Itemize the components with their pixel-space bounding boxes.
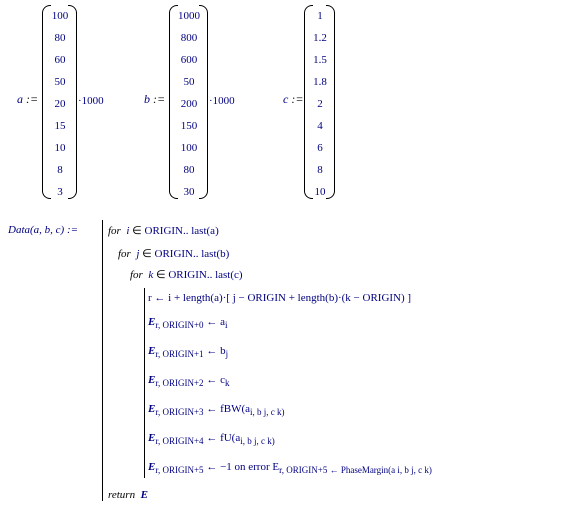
vector-b-multiplier: ·1000 [209, 95, 235, 107]
for-i-line: for i ∈ ORIGIN.. last(a) [108, 225, 219, 237]
r-assignment-line: r ← i + length(a)·[ j − ORIGIN + length(… [148, 292, 412, 304]
return-line: return E [108, 489, 148, 501]
e-assign-0: Er, ORIGIN+0 ← ai [148, 316, 228, 330]
e-assign-4: Er, ORIGIN+4 ← fU(ai, b j, c k) [148, 432, 275, 446]
vector-a-multiplier: ·1000 [78, 95, 104, 107]
for-k-line: for k ∈ ORIGIN.. last(c) [130, 269, 243, 281]
left-paren-icon [304, 5, 313, 199]
right-paren-icon [326, 5, 335, 199]
left-paren-icon [42, 5, 51, 199]
function-signature: Data(a, b, c) := [8, 224, 79, 236]
program-bar-inner [144, 288, 145, 478]
for-j-line: for j ∈ ORIGIN.. last(b) [118, 248, 230, 260]
left-paren-icon [169, 5, 178, 199]
vector-c-name: c := [283, 92, 304, 106]
right-paren-icon [199, 5, 208, 199]
e-assign-5: Er, ORIGIN+5 ← −1 on error Er, ORIGIN+5 … [148, 461, 432, 475]
e-assign-3: Er, ORIGIN+3 ← fBW(ai, b j, c k) [148, 403, 285, 417]
e-assign-1: Er, ORIGIN+1 ← bj [148, 345, 229, 359]
vector-a-name: a := [17, 92, 39, 106]
right-paren-icon [68, 5, 77, 199]
vector-b-name: b := [144, 92, 166, 106]
program-bar-outer [102, 220, 103, 501]
e-assign-2: Er, ORIGIN+2 ← ck [148, 374, 230, 388]
